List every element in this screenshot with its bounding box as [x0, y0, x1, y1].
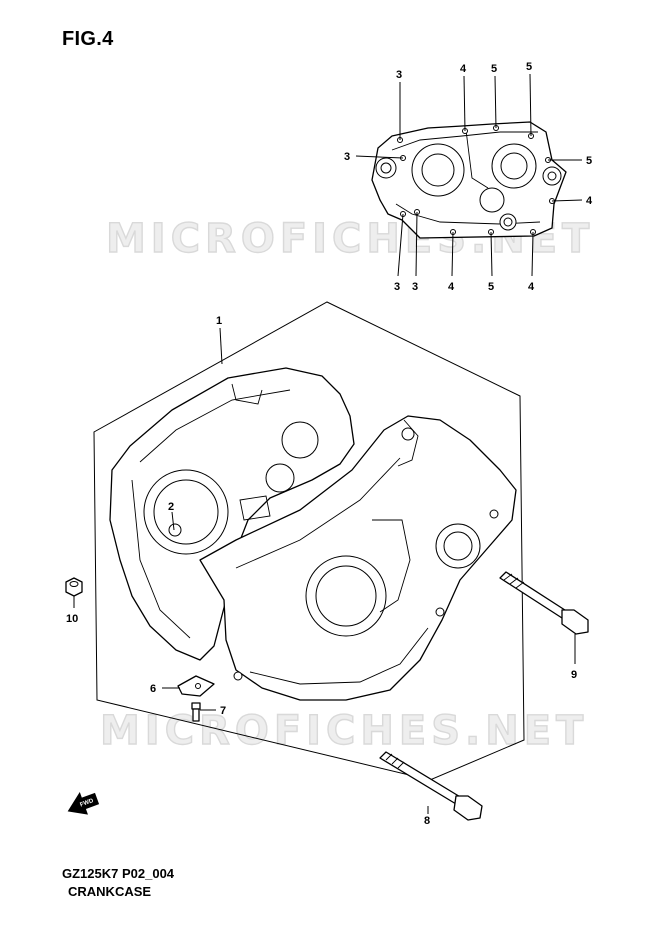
callout-right-4: 4 — [586, 195, 593, 207]
callout-6: 6 — [150, 683, 156, 695]
callout-top-3: 3 — [396, 69, 402, 81]
callout-top-4: 4 — [460, 63, 467, 75]
callout-right-5: 5 — [586, 155, 592, 167]
callout-left-3: 3 — [344, 151, 350, 163]
callout-7: 7 — [220, 705, 226, 717]
callout-1: 1 — [216, 315, 222, 327]
nut-part-10 — [65, 577, 83, 597]
callout-8: 8 — [424, 815, 430, 827]
main-leader-lines — [73, 327, 576, 814]
callout-bottom-5: 5 — [488, 281, 494, 293]
callout-bottom-4a: 4 — [448, 281, 455, 293]
inset-callouts: 3 4 5 5 3 5 4 3 3 4 5 4 — [344, 61, 593, 293]
figure-caption: CRANKCASE — [68, 884, 152, 899]
callout-bottom-3b: 3 — [412, 281, 418, 293]
bolt-part-9 — [499, 571, 589, 635]
inset-crankcase-view — [371, 121, 567, 239]
forward-arrow-icon: FWD — [67, 792, 100, 815]
callout-bottom-4b: 4 — [528, 281, 535, 293]
crankcase-main — [109, 367, 517, 701]
callout-9: 9 — [571, 669, 577, 681]
main-callouts: 1 2 10 6 7 8 9 — [66, 315, 577, 827]
plate-part-6 — [177, 675, 215, 697]
callout-bottom-3a: 3 — [394, 281, 400, 293]
callout-top-5b: 5 — [526, 61, 532, 73]
inset-leader-lines — [355, 73, 583, 277]
callout-10: 10 — [66, 613, 78, 625]
screw-part-7 — [191, 702, 201, 722]
fwd-label: FWD — [79, 798, 95, 809]
callout-top-5a: 5 — [491, 63, 497, 75]
bolt-part-8 — [379, 751, 483, 821]
figure-code: GZ125K7 P02_004 — [62, 866, 175, 881]
callout-2: 2 — [168, 501, 174, 513]
watermark-bottom: MICROFICHES.NET — [99, 707, 589, 754]
figure-title: FIG.4 — [62, 28, 114, 50]
